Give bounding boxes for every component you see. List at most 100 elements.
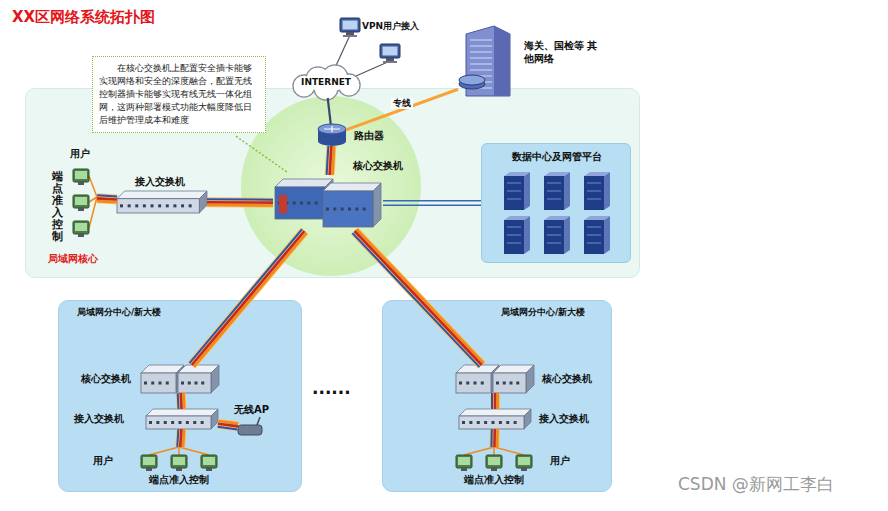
datacenter-panel: 数据中心及网管平台 <box>481 143 631 263</box>
node-label: 接入交换机 <box>74 413 124 426</box>
link-stroke <box>189 229 302 363</box>
node-label: 局域网分中心/新大楼 <box>501 307 585 318</box>
node-label: 核心交换机 <box>542 373 592 386</box>
link-stroke <box>97 201 117 202</box>
vpn-computer <box>340 18 360 37</box>
link-stroke <box>355 231 482 365</box>
link-stroke <box>177 393 180 409</box>
link-stroke <box>183 429 184 447</box>
icon-graphic <box>238 421 262 435</box>
server-racks <box>504 172 610 254</box>
network-link <box>492 393 498 409</box>
link-stroke <box>97 198 117 199</box>
network-link <box>346 89 458 130</box>
building-icon <box>459 26 510 96</box>
vpn-wire <box>356 61 390 76</box>
link-stroke <box>179 393 182 409</box>
vertical-label: 端点准入控制 <box>52 171 63 244</box>
ellipsis-mark: ...... <box>312 378 351 399</box>
callout-note: 在核心交换机上配置安全插卡能够实现网络和安全的深度融合，配置无线控制器插卡能够实… <box>92 56 266 133</box>
node-label: 在核心交换机上配置安全插卡能够实现网络和安全的深度融合，配置无线控制器插卡能够实… <box>99 62 259 127</box>
link-stroke <box>180 429 181 447</box>
link-stroke <box>355 231 482 365</box>
node-label: 海关、国检等 其他网络 <box>524 40 606 65</box>
link-stroke <box>489 429 499 447</box>
node-label: 接入交换机 <box>539 413 589 426</box>
link-stroke <box>383 204 481 206</box>
user-group: 用户端点准入控制 <box>446 447 542 487</box>
node-label: 无线AP <box>234 404 269 417</box>
user-group: 用户端点准入控制 <box>131 447 227 487</box>
branch-core-switch: 核心交换机 <box>456 365 534 393</box>
link-stroke <box>352 233 479 367</box>
icon-graphic <box>273 175 383 231</box>
ap-icon <box>238 417 262 435</box>
node-label: 用户 <box>550 455 570 468</box>
link-stroke <box>207 197 273 207</box>
node-label: 数据中心及网管平台 <box>482 151 632 164</box>
node-label: 核心交换机 <box>81 373 131 386</box>
network-link <box>491 429 497 447</box>
vpn-label: VPN用户接入 <box>362 21 419 32</box>
network-link <box>328 98 331 124</box>
switch-icon <box>146 409 218 429</box>
link-stroke <box>496 393 499 409</box>
diagram-title: XX区网络系统拓扑图 <box>12 8 155 27</box>
callout-leader <box>236 136 287 172</box>
switch-icon <box>459 409 531 429</box>
link-stroke <box>97 198 117 199</box>
network-link <box>97 195 117 202</box>
link-stroke <box>218 427 238 430</box>
link-stroke <box>493 429 496 447</box>
user-pcs <box>73 169 97 237</box>
watermark: CSDN @新网工李白 <box>678 474 834 495</box>
core-switch: 核心交换机 <box>273 175 383 231</box>
link-stroke <box>176 393 187 409</box>
node-label: 端点准入控制 <box>131 474 227 487</box>
node-label: 局域网分中心/新大楼 <box>77 307 161 318</box>
link-stroke <box>328 98 331 124</box>
vpn-computer <box>380 44 400 63</box>
core-switch-icon <box>141 365 219 393</box>
branch-access-switch: 接入交换机 <box>146 409 218 429</box>
link-stroke <box>490 429 492 447</box>
network-link <box>352 229 483 367</box>
wireless-ap: 无线AP <box>238 421 262 435</box>
icon-graphic <box>459 409 531 429</box>
link-stroke <box>494 393 497 409</box>
user-pcs <box>456 447 532 471</box>
link-stroke <box>97 195 117 196</box>
link-stroke <box>180 429 181 447</box>
network-link <box>218 421 239 429</box>
network-link <box>178 393 185 409</box>
internet-cloud: INTERNET <box>290 68 362 98</box>
link-stroke <box>357 229 484 363</box>
network-link <box>207 199 273 205</box>
icon-graphic <box>456 365 534 393</box>
switch-icon <box>117 191 207 213</box>
core-switch-icon <box>456 365 534 393</box>
user-group: 用户端点准入控制 <box>49 147 97 247</box>
access-switch: 接入交换机 <box>117 191 207 213</box>
user-pcs <box>141 447 217 471</box>
link-stroke <box>383 200 481 202</box>
network-link <box>327 146 334 175</box>
link-stroke <box>490 393 500 409</box>
router-icon <box>318 124 346 146</box>
network-link <box>189 229 306 367</box>
link-stroke <box>194 233 307 367</box>
core-highlight <box>241 96 421 276</box>
branch-access-switch: 接入交换机 <box>459 409 531 429</box>
router: 路由器 <box>318 124 346 146</box>
link-label: 专线 <box>391 98 413 109</box>
branch-core-switch: 核心交换机 <box>141 365 219 393</box>
link-stroke <box>491 393 493 409</box>
link-stroke <box>192 231 305 365</box>
network-link <box>177 429 184 447</box>
node-label: 核心交换机 <box>353 160 403 173</box>
icon-graphic <box>318 124 346 146</box>
link-stroke <box>346 89 458 130</box>
link-stroke <box>207 204 273 207</box>
icon-graphic <box>141 365 219 393</box>
